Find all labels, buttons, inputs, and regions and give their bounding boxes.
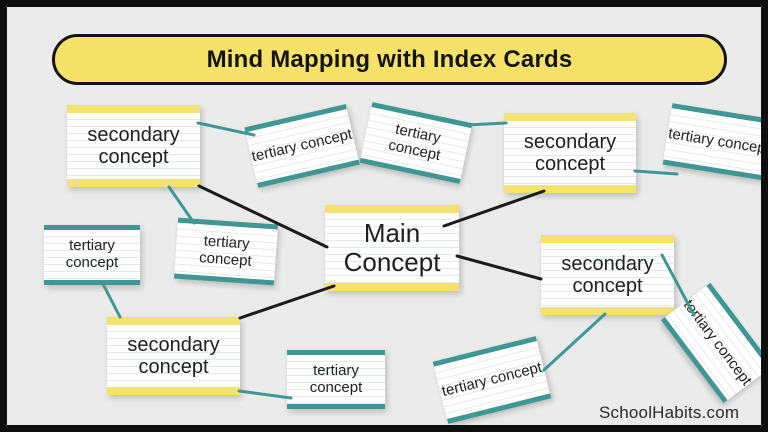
- index-card-tertiary-mid-left: tertiary concept: [44, 225, 140, 285]
- connector-main-concept--secondary-bottom-left: [238, 284, 336, 320]
- card-label: tertiary concept: [249, 125, 354, 165]
- index-card-secondary-top-right: secondary concept: [504, 113, 636, 193]
- index-card-tertiary-mid-center-left: tertiary concept: [173, 217, 279, 286]
- card-label: tertiary concept: [680, 296, 756, 389]
- index-card-tertiary-bottom-center: tertiary concept: [287, 350, 385, 409]
- page-title: Mind Mapping with Index Cards: [206, 45, 573, 73]
- card-label: secondary concept: [87, 123, 180, 168]
- connector-secondary-right--tertiary-bottom-rotated: [542, 312, 607, 372]
- card-label: tertiary concept: [386, 120, 443, 165]
- index-card-tertiary-top-left: tertiary concept: [244, 104, 360, 188]
- index-card-secondary-right: secondary concept: [541, 235, 674, 315]
- index-card-secondary-top-left: secondary concept: [67, 105, 200, 187]
- watermark-text: SchoolHabits.com: [599, 403, 740, 422]
- index-card-tertiary-bottom-far-right: tertiary concept: [660, 282, 761, 404]
- card-label: secondary concept: [561, 252, 654, 297]
- connector-tertiary-mid-left--secondary-bottom-left: [101, 282, 122, 319]
- index-card-tertiary-bottom-rotated: tertiary concept: [432, 336, 552, 424]
- connector-secondary-top-right--main-concept: [442, 189, 546, 228]
- card-label: secondary concept: [523, 130, 617, 175]
- card-label: tertiary concept: [309, 361, 363, 396]
- card-label: secondary concept: [127, 333, 220, 378]
- index-card-tertiary-top-middle: tertiary concept: [359, 102, 473, 184]
- card-label: tertiary concept: [439, 358, 544, 400]
- index-card-main-concept: Main Concept: [325, 205, 459, 291]
- connector-secondary-bottom-left--tertiary-bottom-center: [237, 389, 293, 400]
- card-label: Main Concept: [343, 217, 441, 277]
- card-label: tertiary concept: [65, 237, 119, 271]
- connector-main-concept--secondary-right: [455, 254, 543, 281]
- index-card-secondary-bottom-left: secondary concept: [107, 317, 240, 395]
- index-card-tertiary-top-far-right: tertiary concept: [662, 103, 768, 181]
- card-label: tertiary concept: [667, 124, 768, 158]
- title-banner: Mind Mapping with Index Cards: [52, 34, 727, 85]
- connector-tertiary-top-middle--secondary-top-right: [465, 121, 508, 127]
- card-label: tertiary concept: [198, 232, 253, 270]
- connector-secondary-top-right--tertiary-top-far-right: [633, 169, 679, 176]
